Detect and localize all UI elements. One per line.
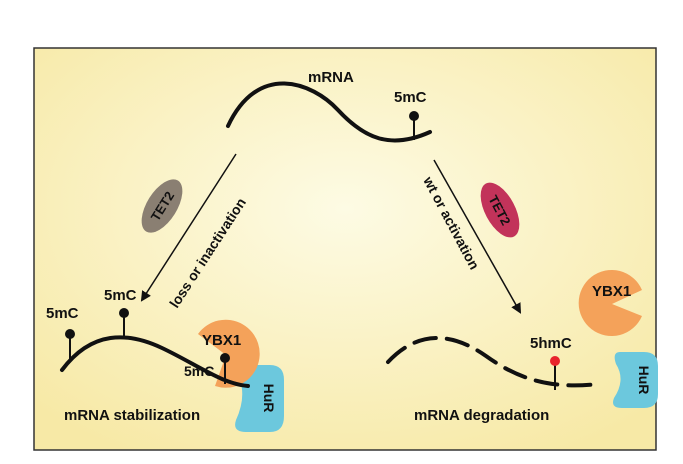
caption-stabilization: mRNA stabilization <box>64 407 200 424</box>
methyl-mark-left-2 <box>119 308 129 318</box>
tet2-enzyme-right: TET2 <box>480 182 520 238</box>
mrna-strand-degraded <box>386 336 600 388</box>
arrow-loss-inactivation <box>140 153 237 302</box>
ybx1-protein-left <box>198 319 260 388</box>
ybx1-protein-right <box>578 270 642 336</box>
hur-label-right: HuR <box>636 366 652 395</box>
caption-degradation: mRNA degradation <box>414 407 549 424</box>
arrow-wt-activation <box>433 159 522 314</box>
hur-label-left: HuR <box>261 384 277 413</box>
degradation-complex: YBX1 HuR 5hmC mRNA degradation <box>386 270 658 424</box>
mrna-strand-top <box>226 81 432 143</box>
hur-protein-left <box>235 365 284 432</box>
methyl-mark-label-left-2: 5mC <box>104 287 137 304</box>
hur-protein-right <box>613 352 658 408</box>
hydroxymethyl-mark-label: 5hmC <box>530 335 572 352</box>
mrna-strand-left <box>60 335 250 388</box>
hydroxymethyl-mark <box>550 356 560 366</box>
methyl-mark-left-1 <box>65 329 75 339</box>
ybx1-label-left: YBX1 <box>202 332 241 349</box>
methyl-mark-top <box>409 111 419 121</box>
methyl-mark-label-left-bound: 5mC <box>184 363 214 379</box>
methyl-mark-left-bound <box>220 353 230 363</box>
diagram-panel <box>33 47 657 451</box>
ybx1-label-right: YBX1 <box>592 283 631 300</box>
methyl-mark-label-left-1: 5mC <box>46 305 79 322</box>
mrna-label: mRNA <box>308 69 354 86</box>
stabilization-complex: HuR YBX1 5mC 5mC 5mC mRNA stabilization <box>46 287 284 432</box>
methyl-mark-label-top: 5mC <box>394 89 427 106</box>
